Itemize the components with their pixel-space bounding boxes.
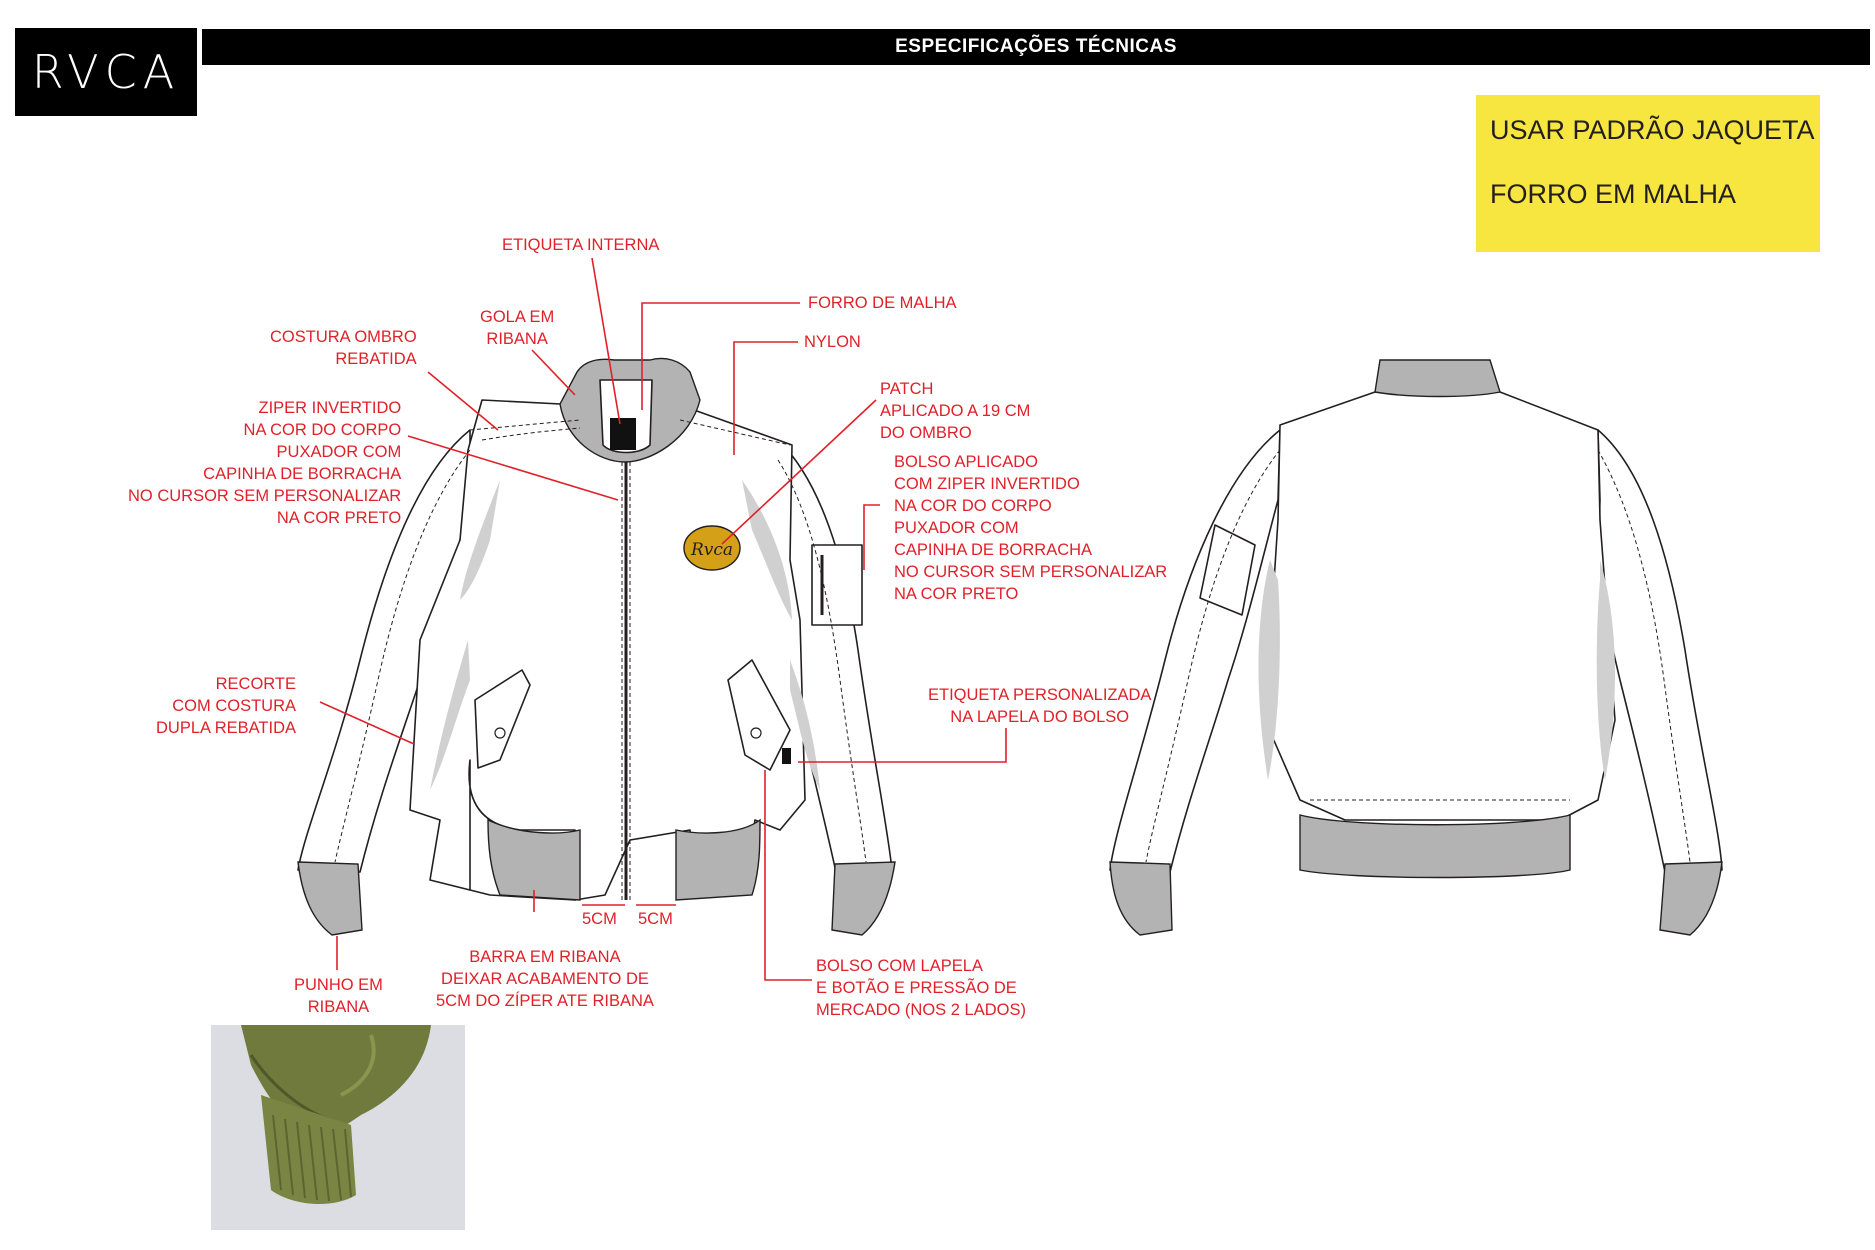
callout-gola-ribana: GOLA EM RIBANA bbox=[480, 308, 555, 348]
front-left-cuff bbox=[297, 861, 363, 936]
back-left-cuff bbox=[1109, 861, 1173, 936]
callout-bolso-lapela: BOLSO COM LAPELA E BOTÃO E PRESSÃO DE ME… bbox=[816, 957, 1026, 1019]
callout-punho: PUNHO EM RIBANA bbox=[294, 976, 383, 1016]
callout-dim-right: 5CM bbox=[638, 910, 673, 928]
callout-lines bbox=[319, 257, 1007, 981]
note-line-pattern: USAR PADRÃO JAQUETA bbox=[1490, 115, 1815, 145]
cuff-photo-illustration bbox=[241, 1025, 431, 1205]
sleeve-zip-pocket bbox=[811, 544, 863, 626]
callout-patch: PATCH APLICADO A 19 CM DO OMBRO bbox=[880, 380, 1031, 442]
callout-recorte: RECORTE COM COSTURA DUPLA REBATIDA bbox=[156, 675, 296, 737]
back-hem-rib bbox=[1299, 814, 1571, 879]
cuff-reference-photo bbox=[211, 1025, 465, 1230]
front-hem-rib-left bbox=[487, 818, 581, 901]
right-pocket-flap bbox=[727, 659, 791, 771]
front-body bbox=[409, 399, 806, 901]
back-jacket-view bbox=[1109, 359, 1723, 936]
front-hem-rib-right bbox=[675, 818, 761, 901]
callout-ziper-invertido: ZIPER INVERTIDO NA COR DO CORPO PUXADOR … bbox=[128, 399, 402, 527]
callout-costura-ombro: COSTURA OMBRO REBATIDA bbox=[270, 328, 417, 368]
callout-forro-malha: FORRO DE MALHA bbox=[808, 294, 957, 312]
header-bar: ESPECIFICAÇÕES TÉCNICAS bbox=[202, 29, 1870, 65]
left-pocket-flap bbox=[474, 669, 531, 769]
back-sleeve-pocket bbox=[1199, 524, 1256, 616]
callout-nylon: NYLON bbox=[804, 333, 861, 351]
rvca-patch bbox=[683, 525, 741, 571]
spec-note-box: USAR PADRÃO JAQUETA FORRO EM MALHA bbox=[1476, 95, 1820, 252]
back-collar-rib bbox=[1374, 359, 1501, 398]
callout-etiqueta-interna: ETIQUETA INTERNA bbox=[502, 236, 660, 254]
callout-dim-left: 5CM bbox=[582, 910, 617, 928]
brand-logo: RVCA bbox=[15, 28, 197, 116]
back-right-cuff bbox=[1659, 861, 1723, 936]
back-body bbox=[1264, 391, 1616, 821]
brand-logo-text: RVCA bbox=[31, 45, 181, 99]
page-title: ESPECIFICAÇÕES TÉCNICAS bbox=[895, 36, 1177, 57]
front-right-cuff bbox=[831, 861, 896, 936]
patch-text: Rvca bbox=[690, 540, 733, 560]
callout-barra: BARRA EM RIBANA DEIXAR ACABAMENTO DE 5CM… bbox=[436, 948, 654, 1010]
callout-etiqueta-personalizada: ETIQUETA PERSONALIZADA NA LAPELA DO BOLS… bbox=[928, 686, 1152, 726]
note-line-lining: FORRO EM MALHA bbox=[1490, 179, 1737, 209]
callout-bolso-aplicado: BOLSO APLICADO COM ZIPER INVERTIDO NA CO… bbox=[894, 453, 1168, 603]
front-jacket-view: Rvca bbox=[297, 357, 896, 936]
inner-label bbox=[610, 418, 636, 450]
